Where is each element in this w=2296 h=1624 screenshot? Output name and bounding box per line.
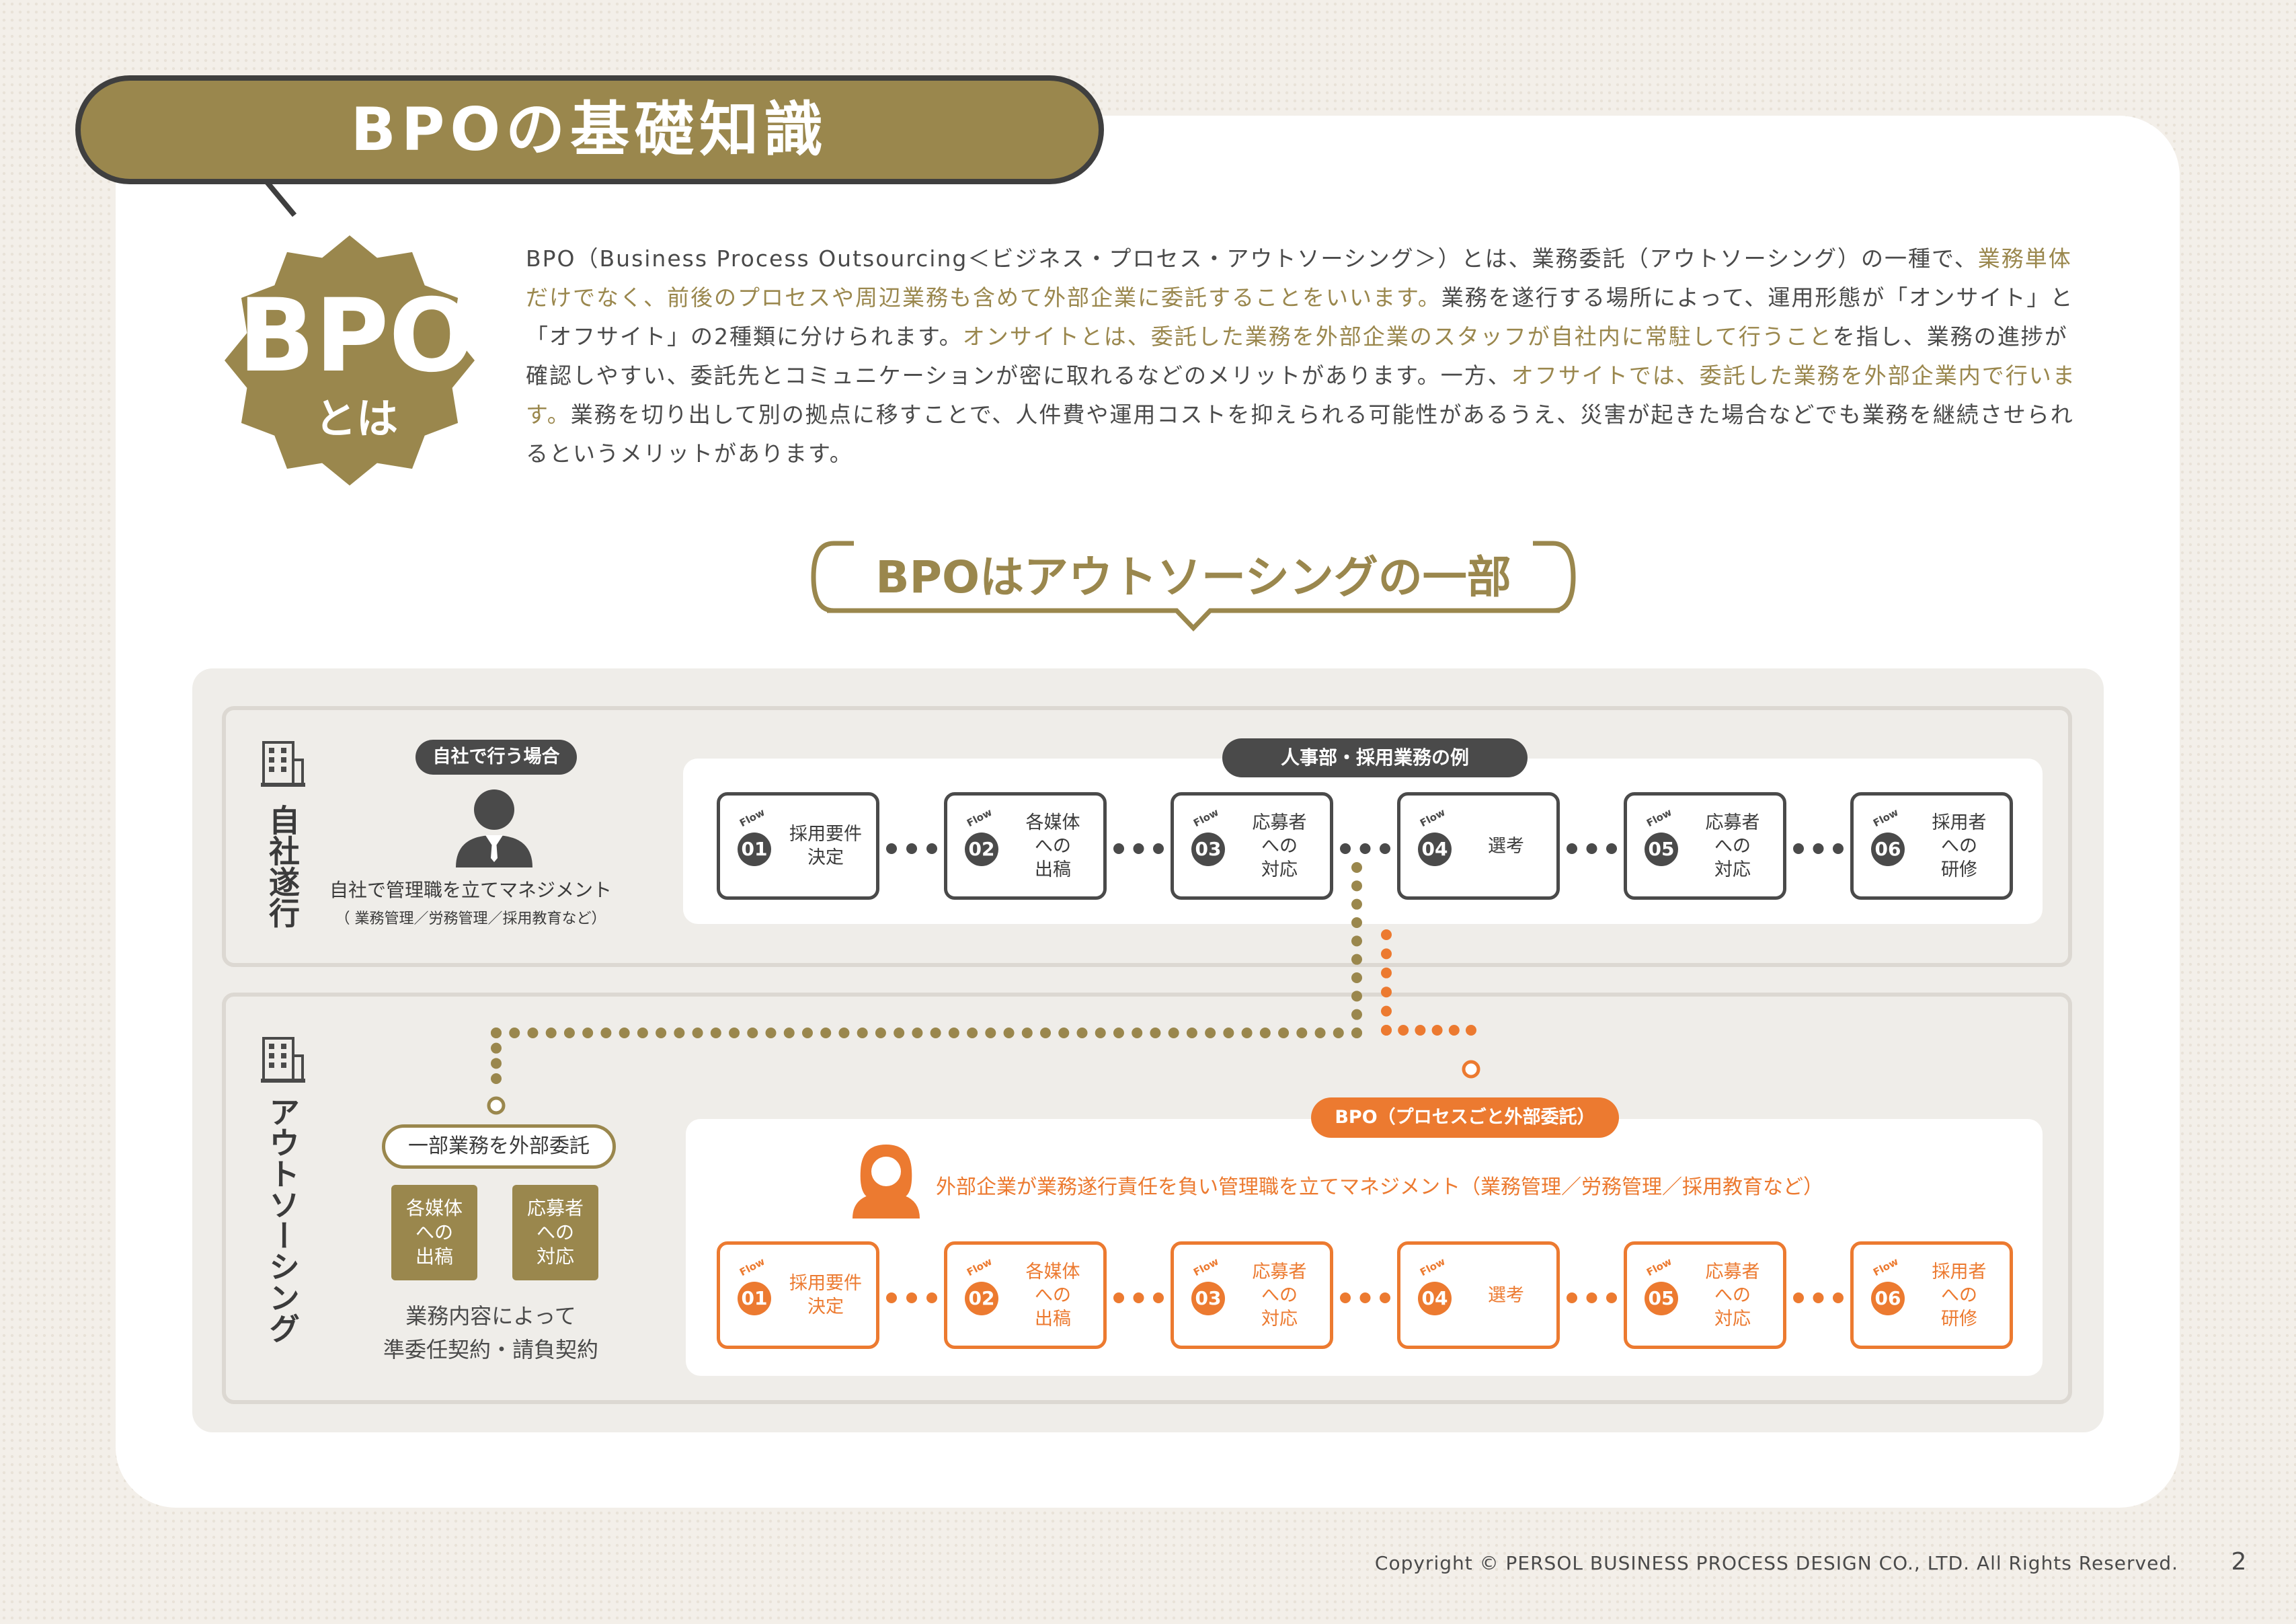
flow-tag: Flow [1418, 1255, 1448, 1279]
flow-tag: Flow [738, 1255, 767, 1279]
subheading-bracket [811, 541, 1576, 632]
flow-label: 応募者 への 対応 [1705, 812, 1760, 880]
intro-segment: 業務を遂行する場所によって、運用形態が「オンサイト」と「オフサイト」の2種類に分… [526, 284, 2074, 350]
flow-tag: Flow [1645, 1255, 1674, 1279]
flow-step-02: Flow 02 各媒体 への 出稿 [944, 1241, 1107, 1349]
person-icon [456, 789, 532, 867]
footer-copyright: Copyright © PERSOL BUSINESS PROCESS DESI… [1374, 1552, 2178, 1574]
inhouse-case-pill: 自社で行う場合 [415, 740, 577, 775]
building-icon [261, 1037, 305, 1083]
flow-label: 応募者 への 対応 [1705, 1261, 1760, 1329]
flow-number: 03 [1191, 1282, 1225, 1315]
flow-step-03: Flow 03 応募者 への 対応 [1171, 792, 1333, 900]
flow-number: 05 [1645, 833, 1678, 866]
flow-label: 選考 [1488, 1284, 1524, 1306]
contract-text: 業務内容によって [405, 1303, 576, 1329]
outsourcing-label: アウトソーシング [262, 1096, 303, 1352]
outsourcing-label-text: アウトソーシング [264, 1096, 301, 1344]
page-title: BPOの基礎知識 [350, 95, 829, 164]
flow-step-04: Flow 04 選考 [1397, 1241, 1560, 1349]
inhouse-flow-box [683, 759, 2043, 924]
flow-label: 採用者 への 研修 [1932, 812, 1987, 880]
subheading: BPOはアウトソーシングの一部 [875, 551, 1511, 603]
flow-tag: Flow [1871, 1255, 1901, 1279]
partial-outsource-pill: 一部業務を外部委託 [382, 1124, 616, 1169]
flow-label: 採用者 への 研修 [1932, 1261, 1987, 1329]
flow-number: 06 [1871, 1282, 1905, 1315]
flow-tag: Flow [1871, 806, 1901, 830]
flow-number: 02 [965, 1282, 998, 1315]
flow-number: 04 [1418, 1282, 1452, 1315]
building-icon [261, 741, 305, 787]
badge-toha-text: とは [314, 394, 398, 443]
flow-label: 応募者 への 対応 [1252, 1261, 1307, 1329]
inhouse-mgmt-text: 自社で管理職を立てマネジメント [329, 879, 612, 901]
flow-number: 03 [1191, 833, 1225, 866]
flow-number: 04 [1418, 833, 1452, 866]
flow-step-02: Flow 02 各媒体 への 出稿 [944, 792, 1107, 900]
flow-label: 各媒体 への 出稿 [1025, 812, 1080, 880]
flow-label: 選考 [1488, 835, 1524, 857]
intro-highlight: オンサイトとは、委託した業務を外部企業のスタッフが自社内に常駐して行うこと [962, 323, 1833, 350]
title-banner [75, 75, 1104, 184]
flow-label: 各媒体 への 出稿 [1025, 1261, 1080, 1329]
flow-label: 採用要件 決定 [789, 824, 862, 868]
intro-segment: を指し、業務の進捗が確認しやすい、委託先とコミュニケーションが密に取れるなどのメ… [526, 323, 2068, 389]
outsourcing-panel [222, 993, 2072, 1404]
flow-number: 01 [738, 833, 771, 866]
gold-task-box: 各媒体 への 出稿 [391, 1185, 477, 1280]
flow-tag: Flow [1191, 1255, 1221, 1279]
badge-bpo-text: BPO [238, 278, 475, 395]
flow-step-01: Flow 01 採用要件 決定 [717, 1241, 879, 1349]
flow-number: 05 [1645, 1282, 1678, 1315]
intro-segment: 業務を切り出して別の拠点に移すことで、人件費や運用コストを抑えられる可能性がある… [526, 401, 2074, 467]
flow-number: 01 [738, 1282, 771, 1315]
flow-tag: Flow [1418, 806, 1448, 830]
inhouse-label-text: 自社遂行 [264, 804, 301, 928]
inhouse-panel [222, 706, 2072, 967]
bpo-flow-box [686, 1119, 2043, 1376]
flow-step-01: Flow 01 採用要件 決定 [717, 792, 879, 900]
flow-tag: Flow [1645, 806, 1674, 830]
inhouse-label: 自社遂行 [262, 804, 303, 937]
example-pill: 人事部・採用業務の例 [1222, 738, 1528, 777]
flow-step-05: Flow 05 応募者 への 対応 [1624, 1241, 1786, 1349]
contract-subtext: 準委任契約・請負契約 [383, 1337, 598, 1362]
gold-task-box: 応募者 への 対応 [512, 1185, 598, 1280]
flow-step-03: Flow 03 応募者 への 対応 [1171, 1241, 1333, 1349]
flow-label: 応募者 への 対応 [1252, 812, 1307, 880]
flow-tag: Flow [738, 806, 767, 830]
flow-step-05: Flow 05 応募者 への 対応 [1624, 792, 1786, 900]
flow-step-04: Flow 04 選考 [1397, 792, 1560, 900]
flow-number: 06 [1871, 833, 1905, 866]
intro-highlight: 業務単体だけでなく、前後のプロセスや周辺業務も含めて外部企業に委託することをいい… [526, 245, 2072, 311]
flow-tag: Flow [965, 1255, 994, 1279]
page-number: 2 [2231, 1548, 2247, 1576]
flow-step-06: Flow 06 採用者 への 研修 [1850, 792, 2013, 900]
inhouse-mgmt-subtext: （ 業務管理／労務管理／採用教育など） [335, 911, 606, 927]
intro-highlight: オフサイトでは、委託した業務を外部企業内で行います。 [526, 362, 2076, 428]
flow-number: 02 [965, 833, 998, 866]
woman-icon [853, 1145, 920, 1219]
intro-segment: BPO（Business Process Outsourcing＜ビジネス・プロ… [526, 245, 1978, 272]
flow-tag: Flow [965, 806, 994, 830]
bpo-mgmt-text: 外部企業が業務遂行責任を負い管理職を立てマネジメント（業務管理／労務管理／採用教… [936, 1175, 1823, 1199]
flow-step-06: Flow 06 採用者 への 研修 [1850, 1241, 2013, 1349]
flow-label: 採用要件 決定 [789, 1273, 862, 1317]
bpo-badge [225, 235, 475, 486]
bpo-pill: BPO（プロセスごと外部委託） [1311, 1097, 1619, 1138]
flow-tag: Flow [1191, 806, 1221, 830]
intro-paragraph: BPO（Business Process Outsourcing＜ビジネス・プロ… [526, 239, 2079, 473]
